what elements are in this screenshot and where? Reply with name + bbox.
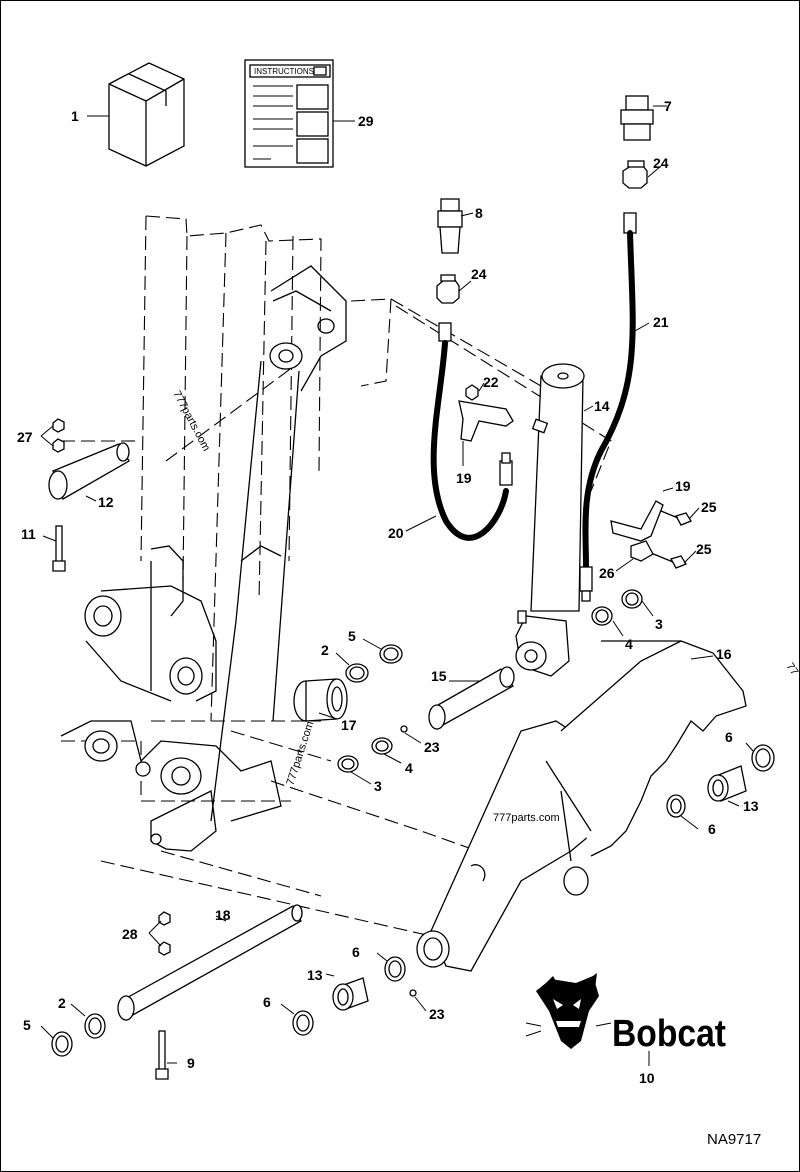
thumb-16 [416, 640, 747, 972]
ring-4-lower [371, 737, 393, 755]
watermark-edge-text: 77 [784, 661, 799, 678]
callout-4: 4 [405, 760, 413, 776]
grease-fitting-23-upper [400, 725, 408, 733]
callout-21: 21 [653, 314, 669, 330]
nut-27 [52, 418, 65, 453]
instructions-label: INSTRUCTIONS [254, 67, 314, 76]
ring-2-lower [84, 1013, 106, 1039]
fitting-8 [437, 198, 463, 254]
watermark-text: 777parts.com [170, 389, 212, 453]
callout-2: 2 [321, 642, 329, 658]
callout-14: 14 [594, 398, 610, 414]
pin-12 [48, 442, 130, 500]
adapter-fitting-24-lower [436, 274, 460, 304]
callout-24: 24 [653, 155, 669, 171]
callout-6: 6 [725, 729, 733, 745]
bushing-13-right [707, 765, 747, 802]
ring-6-right-lower [666, 794, 686, 818]
spacer-26 [630, 540, 654, 562]
callout-19: 19 [675, 478, 691, 494]
callout-1: 1 [71, 108, 79, 124]
bobcat-logo [525, 973, 612, 1049]
callout-12: 12 [98, 494, 114, 510]
callout-25: 25 [696, 541, 712, 557]
callout-18: 18 [215, 907, 231, 923]
callout-13: 13 [743, 798, 759, 814]
ring-5-lower [51, 1031, 73, 1057]
hydraulic-cylinder-14 [515, 363, 585, 677]
watermark-text: 777parts.com [493, 812, 560, 824]
callout-4: 4 [625, 636, 633, 652]
callout-23: 23 [429, 1006, 445, 1022]
callout-13: 13 [307, 967, 323, 983]
ring-2-upper [345, 663, 369, 683]
drawing-id: NA9717 [707, 1131, 761, 1148]
hose-20 [430, 322, 513, 541]
callout-7: 7 [664, 98, 672, 114]
instruction-sheet [244, 59, 334, 168]
callout-26: 26 [599, 565, 615, 581]
adapter-fitting-24-upper [622, 160, 648, 189]
callout-17: 17 [341, 717, 357, 733]
clamp-19-right [610, 500, 664, 542]
ring-6-left-lower [292, 1010, 314, 1036]
bolt-11 [52, 525, 66, 572]
callout-25: 25 [701, 499, 717, 515]
callout-24: 24 [471, 266, 487, 282]
callout-2: 2 [58, 995, 66, 1011]
callout-9: 9 [187, 1055, 195, 1071]
leader-lines [40, 105, 754, 1066]
pin-18 [117, 904, 303, 1021]
callout-10: 10 [639, 1070, 655, 1086]
callout-3: 3 [655, 616, 663, 632]
bushing-13-left [332, 977, 369, 1011]
grease-fitting-23-lower [409, 989, 417, 997]
pin-15 [428, 666, 515, 730]
callout-6: 6 [352, 944, 360, 960]
callout-23: 23 [424, 739, 440, 755]
boom-structure [60, 265, 347, 852]
callout-29: 29 [358, 113, 374, 129]
ring-6-left-upper [384, 956, 406, 982]
callout-8: 8 [475, 205, 483, 221]
bolt-25-lower [650, 552, 687, 569]
callout-numbers: 1 29 7 24 8 24 21 22 14 27 12 19 19 25 2… [17, 98, 759, 1086]
kit-box [108, 62, 185, 167]
brand-name: Bobcat [612, 1013, 726, 1055]
callout-19: 19 [456, 470, 472, 486]
ring-4-upper [591, 606, 613, 626]
coupler-fitting-7 [620, 95, 654, 141]
ring-3-upper [621, 589, 643, 609]
callout-3: 3 [374, 778, 382, 794]
callout-5: 5 [348, 628, 356, 644]
clamp-19-left [458, 400, 514, 442]
bolt-9 [155, 1030, 169, 1080]
ring-6-right-upper [751, 744, 775, 772]
ring-3-lower [337, 755, 359, 773]
callout-27: 27 [17, 429, 33, 445]
callout-28: 28 [122, 926, 138, 942]
callout-6: 6 [263, 994, 271, 1010]
nut-22 [465, 384, 479, 401]
callout-22: 22 [483, 374, 499, 390]
bushing-17 [293, 678, 348, 722]
callout-11: 11 [21, 526, 36, 542]
ring-5-upper [379, 644, 403, 664]
callout-5: 5 [23, 1017, 31, 1033]
bolt-25-upper [660, 510, 692, 526]
callout-16: 16 [716, 646, 732, 662]
callout-6: 6 [708, 821, 716, 837]
nut-28 [158, 911, 171, 956]
callout-20: 20 [388, 525, 404, 541]
callout-15: 15 [431, 668, 447, 684]
watermark-text: 777parts.com [284, 720, 316, 787]
